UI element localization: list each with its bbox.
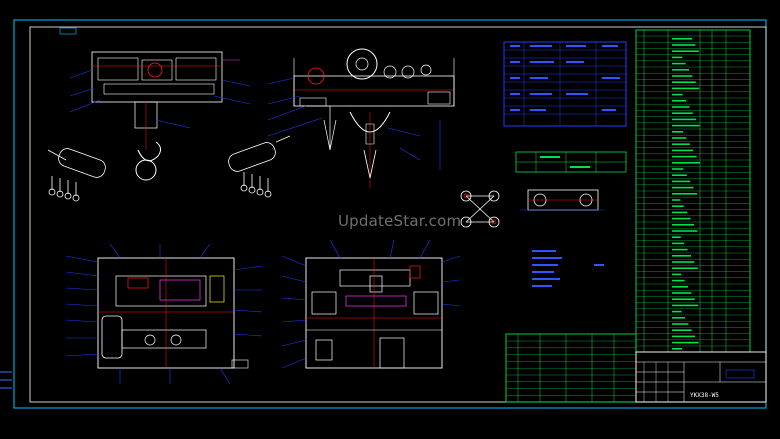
parts-list-rows <box>636 35 750 350</box>
technical-notes <box>532 250 604 287</box>
rope-drum-detail-right <box>228 135 291 198</box>
parts-row-text <box>672 106 690 108</box>
parts-row-text <box>672 69 689 71</box>
parts-row-text <box>672 267 698 269</box>
parts-row-text <box>672 155 697 158</box>
parts-row-text <box>672 255 691 257</box>
parts-row-text <box>672 81 696 83</box>
parts-row-text <box>672 310 682 313</box>
rope-drum-detail-left <box>47 148 106 202</box>
revision-table <box>505 333 637 403</box>
revision-table-rows <box>506 340 636 396</box>
watermark-text: UpdateStar.com <box>338 212 462 230</box>
parts-row-text <box>672 323 689 325</box>
corner-tag <box>59 27 77 35</box>
parts-row-text <box>672 292 692 294</box>
parts-row-text <box>672 75 693 77</box>
parts-row-text <box>672 236 681 238</box>
parts-row-text <box>672 137 687 139</box>
parts-row-text <box>672 162 700 164</box>
parts-row-text <box>672 44 696 46</box>
parts-row-text <box>672 224 694 226</box>
parts-row-text <box>672 304 699 307</box>
tolerance-table <box>515 151 627 173</box>
parts-row-text <box>672 143 690 145</box>
title-block <box>635 351 767 403</box>
parts-row-text <box>672 93 683 96</box>
parts-row-text <box>672 217 691 220</box>
hoist-front-view <box>91 51 240 181</box>
parts-row-text <box>672 38 692 40</box>
parts-row-text <box>672 199 681 201</box>
parts-row-text <box>672 50 699 52</box>
parts-row-text <box>672 248 688 251</box>
parts-row-text <box>672 193 697 195</box>
parts-row-text <box>672 317 685 319</box>
parts-row-text <box>672 348 682 350</box>
parts-row-text <box>672 329 692 331</box>
parts-row-text <box>672 286 688 288</box>
parts-row-text <box>672 273 682 276</box>
hoist-side-view <box>293 48 455 188</box>
technical-spec-table <box>503 41 627 127</box>
plan-right-leaders <box>281 239 461 369</box>
linkage-detail <box>460 190 500 228</box>
hoist-side-leaders <box>267 77 441 170</box>
parts-row-text <box>672 205 684 207</box>
parts-row-text <box>672 131 683 133</box>
pulley-detail <box>527 189 599 211</box>
parts-row-text <box>672 118 697 121</box>
drawing-number: YKX38-W5 <box>690 392 719 399</box>
parts-row-text <box>672 149 694 152</box>
parts-row-text <box>672 62 686 65</box>
parts-row-text <box>672 279 685 282</box>
parts-row-text <box>672 341 699 344</box>
inner-frame <box>29 26 767 403</box>
trolley-plan-view-right <box>305 257 443 369</box>
parts-row-text <box>672 87 700 90</box>
parts-row-text <box>672 211 688 214</box>
parts-row-text <box>672 298 695 300</box>
hoist-front-leaders <box>69 69 251 129</box>
parts-row-text <box>672 56 683 59</box>
plan-left-leaders <box>65 243 263 385</box>
parts-row-text <box>672 261 695 263</box>
parts-row-text <box>672 230 698 232</box>
parts-row-text <box>672 112 693 114</box>
trolley-plan-view-left <box>97 257 249 369</box>
parts-row-text <box>672 124 700 127</box>
parts-row-text <box>672 168 684 170</box>
parts-row-text <box>672 174 687 176</box>
parts-row-text <box>672 335 696 338</box>
parts-row-text <box>672 186 694 189</box>
linkage-detail-red <box>463 193 497 225</box>
parts-row-text <box>672 242 685 245</box>
parts-row-text <box>672 100 686 102</box>
parts-row-text <box>672 180 691 183</box>
